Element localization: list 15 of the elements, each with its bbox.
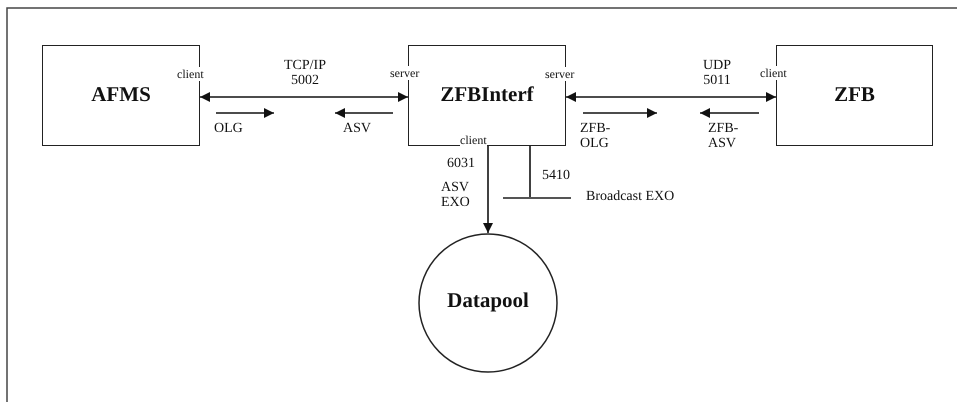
arrow [200,92,408,102]
node-title: AFMS [90,82,152,107]
datapool-circle [418,233,558,373]
connector-line [529,146,531,197]
arrow [566,92,776,102]
broadcast-bus-line [503,197,571,199]
node-title: Datapool [446,288,530,313]
port-label: server [390,66,420,80]
arrow [483,146,493,233]
port-label: client [460,133,487,147]
port-label: client [177,67,204,81]
node-title: ZFBInterf [439,82,535,107]
port-label: server [545,67,574,81]
node-title: ZFB [833,82,876,107]
port-label: client [760,66,787,80]
